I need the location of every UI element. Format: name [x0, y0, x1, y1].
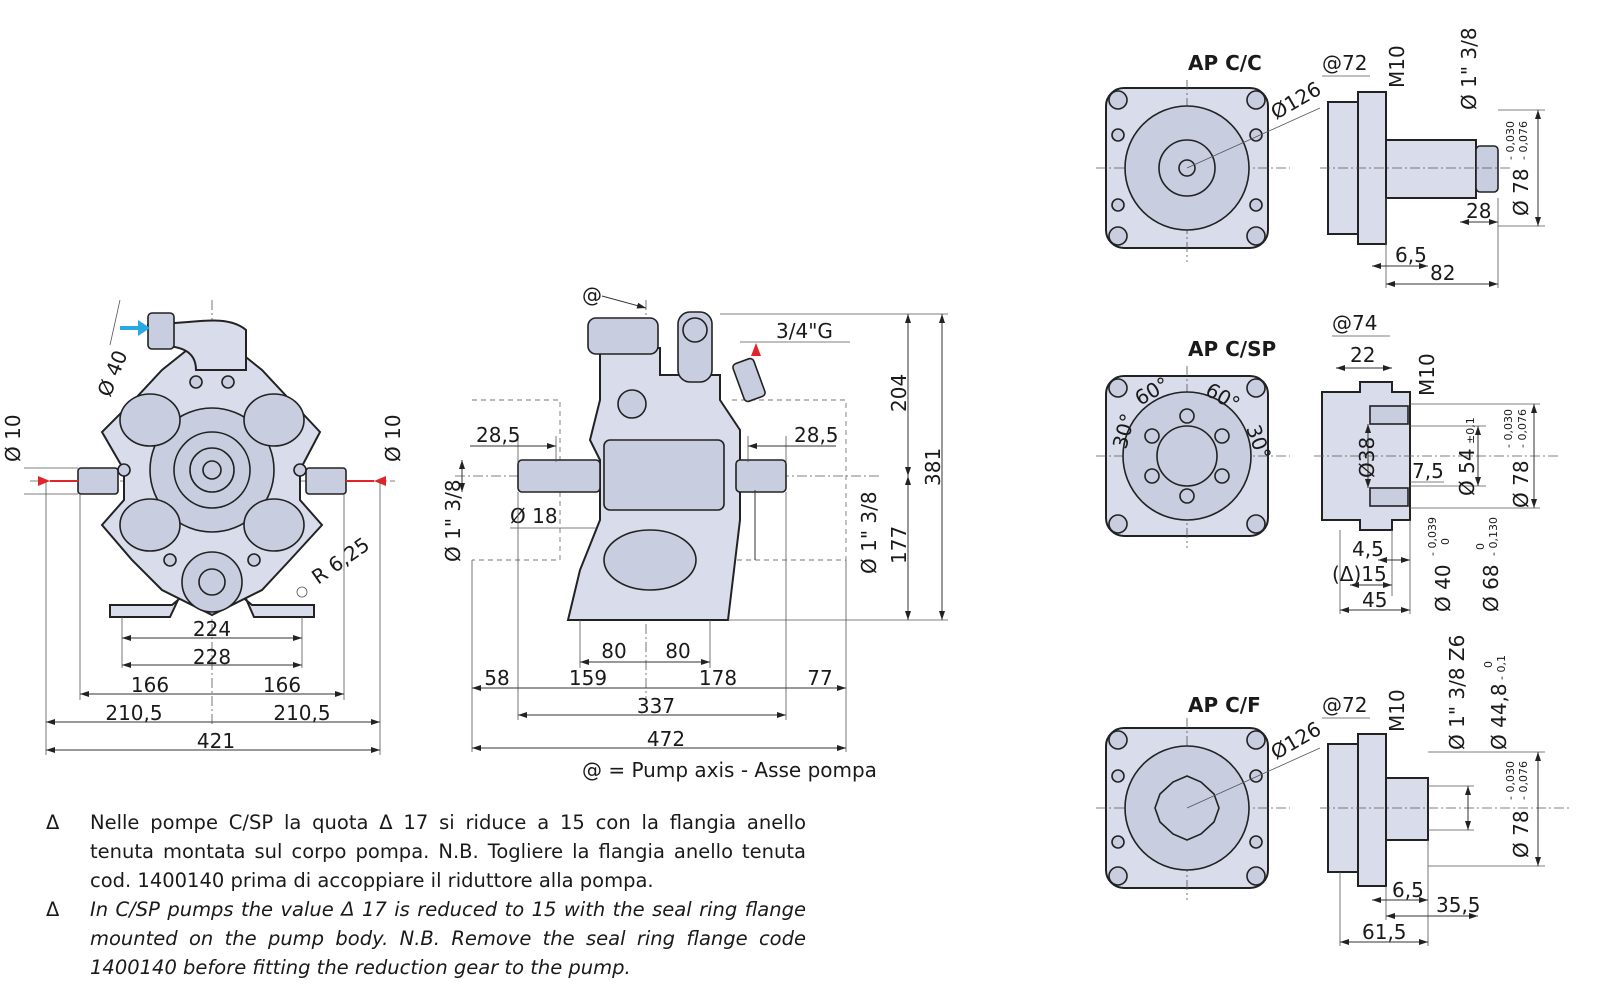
ap-csp-w45: 45 — [1362, 588, 1387, 612]
pump-axis-legend: @ = Pump axis - Asse pompa — [582, 758, 877, 782]
dim-285-left: 28,5 — [476, 423, 521, 447]
note-italian: Δ Nelle pompe C/SP la quota Δ 17 si ridu… — [46, 808, 806, 895]
notes: Δ Nelle pompe C/SP la quota Δ 17 si ridu… — [46, 808, 806, 982]
ap-csp-tol40-lo: 0 — [1439, 538, 1452, 545]
ap-cc-w82: 82 — [1430, 261, 1455, 285]
ap-cc-tol-lo: - 0,076 — [1517, 121, 1530, 160]
ap-cf-w355: 35,5 — [1436, 893, 1481, 917]
dim-d138-right: Ø 1" 3/8 — [857, 491, 881, 574]
ap-cf-w65: 6,5 — [1392, 878, 1424, 902]
dim-472: 472 — [647, 727, 685, 751]
dim-80-left: 80 — [601, 639, 626, 663]
ap-cc-d138: Ø 1" 3/8 — [1457, 27, 1481, 110]
ap-cc-d78: Ø 78 — [1509, 168, 1533, 216]
ap-cf-w615: 61,5 — [1362, 920, 1407, 944]
dim-421: 421 — [197, 729, 235, 753]
dim-204: 204 — [887, 374, 911, 412]
ap-cf-title: AP C/F — [1188, 693, 1261, 717]
ap-cf-spline: Ø 1" 3/8 Z6 — [1445, 635, 1469, 750]
ap-cc-m10: M10 — [1385, 45, 1409, 88]
ap-cf-tol448-lo: - 0,1 — [1495, 655, 1508, 680]
ap-csp-w22: 22 — [1350, 343, 1375, 367]
dim-d40: Ø 40 — [92, 347, 132, 400]
note-text: Nelle pompe C/SP la quota Δ 17 si riduce… — [90, 811, 806, 892]
ap-cc-detail: AP C/C Ø126 @72 M10 Ø 1" 3/8 Ø 78 - 0,03… — [1096, 27, 1545, 288]
ap-csp-detail: AP C/SP 60° 60° 30° 30° @74 22 M10 Ø38 7… — [1096, 311, 1560, 614]
dim-d18: Ø 18 — [510, 504, 558, 528]
dim-159: 159 — [569, 666, 607, 690]
dim-224: 224 — [193, 617, 231, 641]
dim-58: 58 — [484, 666, 509, 690]
ap-csp-tol78-up: - 0,030 — [1502, 409, 1515, 448]
ap-csp-d54: Ø 54 — [1455, 448, 1479, 496]
ap-csp-w15: (Δ)15 — [1332, 562, 1387, 586]
axis-mark: @ — [582, 283, 602, 307]
note-marker: Δ — [46, 898, 60, 921]
ap-csp-tol40-up: - 0,039 — [1426, 517, 1439, 556]
dim-177: 177 — [887, 526, 911, 564]
ap-cc-d126: Ø126 — [1267, 77, 1326, 125]
dim-77: 77 — [807, 666, 832, 690]
inlet-arrow-icon — [120, 320, 150, 336]
ap-csp-d54-tol: ±0,1 — [1464, 417, 1477, 444]
outlet-arrow-left-icon — [38, 476, 50, 486]
dim-80-right: 80 — [665, 639, 690, 663]
ap-csp-d68: Ø 68 — [1479, 564, 1503, 612]
ap-cf-d78: Ø 78 — [1509, 810, 1533, 858]
dim-d138-left: Ø 1" 3/8 — [441, 479, 465, 562]
dim-g34: 3/4"G — [776, 319, 833, 343]
dim-285-right: 28,5 — [794, 423, 839, 447]
front-view: Ø 40 Ø 10 Ø 10 R 6,25 224 228 166 166 21… — [1, 299, 405, 755]
ap-csp-d40: Ø 40 — [1431, 564, 1455, 612]
ap-cc-at72: @72 — [1322, 51, 1367, 75]
dim-178: 178 — [699, 666, 737, 690]
ap-cf-tol-up: - 0,030 — [1504, 761, 1517, 800]
dim-228: 228 — [193, 645, 231, 669]
dim-2105-left: 210,5 — [105, 701, 162, 725]
note-english: Δ In C/SP pumps the value Δ 17 is reduce… — [46, 895, 806, 982]
ap-csp-tol78-lo: - 0,076 — [1516, 409, 1529, 448]
dim-381: 381 — [921, 448, 945, 486]
ap-csp-w45s: 4,5 — [1352, 537, 1384, 561]
ap-csp-m10: M10 — [1415, 353, 1439, 396]
dim-337: 337 — [637, 694, 675, 718]
ap-csp-tol68-up: 0 — [1474, 543, 1487, 550]
ap-cf-m10: M10 — [1385, 689, 1409, 732]
ap-csp-d38: Ø38 — [1355, 437, 1379, 478]
ap-csp-title: AP C/SP — [1188, 337, 1276, 361]
ap-cf-tol448-up: 0 — [1482, 661, 1495, 668]
ap-cf-at72: @72 — [1322, 693, 1367, 717]
dim-d10-right: Ø 10 — [381, 414, 405, 462]
ap-cf-d448: Ø 44,8 — [1487, 683, 1511, 750]
ap-csp-d78: Ø 78 — [1509, 460, 1533, 508]
dim-166-left: 166 — [131, 673, 169, 697]
ap-cc-tol-up: - 0,030 — [1504, 121, 1517, 160]
dim-d10-left: Ø 10 — [1, 414, 25, 462]
ap-cf-detail: AP C/F Ø126 @72 M10 Ø 1" 3/8 Z6 Ø 44,8 0… — [1096, 635, 1570, 946]
dim-r625: R 6,25 — [307, 532, 374, 589]
ap-csp-tol68-lo: - 0,130 — [1487, 517, 1500, 556]
ap-csp-w75: 7,5 — [1412, 459, 1444, 483]
note-text: In C/SP pumps the value Δ 17 is reduced … — [90, 898, 806, 979]
dim-2105-right: 210,5 — [273, 701, 330, 725]
ap-cf-tol-lo: - 0,076 — [1517, 761, 1530, 800]
ap-cc-w65: 6,5 — [1395, 243, 1427, 267]
ap-cc-title: AP C/C — [1188, 51, 1262, 75]
side-view: @ 3/4"G 204 381 177 28,5 28,5 Ø 18 Ø 1" … — [441, 283, 948, 782]
ap-cc-w28: 28 — [1466, 199, 1491, 223]
ap-csp-at74: @74 — [1332, 311, 1377, 335]
ap-cf-d126: Ø126 — [1267, 717, 1326, 765]
outlet-arrow-icon — [751, 343, 761, 356]
note-marker: Δ — [46, 811, 60, 834]
dim-166-right: 166 — [263, 673, 301, 697]
